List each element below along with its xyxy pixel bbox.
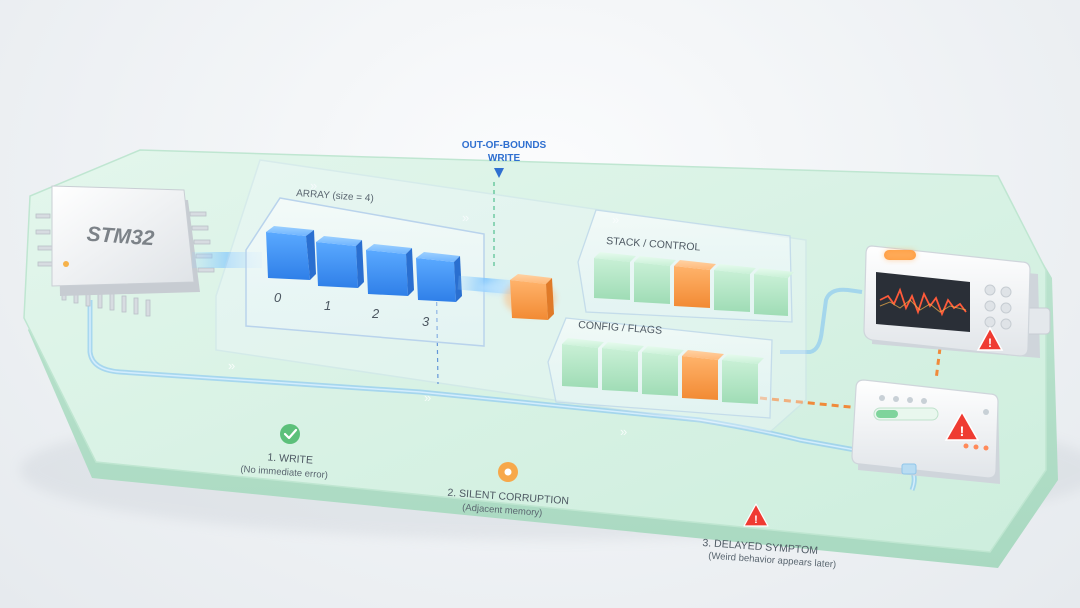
array-index-0: 0 bbox=[274, 290, 282, 305]
stm32-chip[interactable]: STM32 bbox=[35, 185, 262, 317]
array-cell-3[interactable] bbox=[416, 252, 462, 302]
out-of-bounds-line1: OUT-OF-BOUNDS bbox=[462, 140, 547, 151]
array-index-2: 2 bbox=[371, 306, 380, 321]
warning-icon: ! bbox=[944, 410, 980, 441]
config-cells bbox=[562, 338, 764, 404]
down-arrow-icon bbox=[494, 168, 504, 178]
svg-text:!: ! bbox=[960, 423, 965, 439]
oscilloscope-buttons[interactable] bbox=[984, 284, 1012, 330]
svg-text:!: ! bbox=[988, 336, 992, 350]
config-flags-region: CONFIG / FLAGS bbox=[547, 317, 773, 419]
array-cell-2[interactable] bbox=[366, 244, 414, 296]
stack-cell bbox=[594, 252, 636, 300]
out-of-bounds-line2: WRITE bbox=[488, 153, 521, 164]
array-index-3: 3 bbox=[422, 314, 430, 329]
chip-label: STM32 bbox=[86, 223, 155, 251]
array-cell-1[interactable] bbox=[316, 236, 364, 288]
array-cell-0[interactable] bbox=[266, 226, 316, 280]
config-cell bbox=[562, 338, 604, 388]
status-device[interactable]: ! bbox=[851, 379, 1000, 484]
svg-text:»: » bbox=[620, 424, 627, 439]
warning-icon: ! bbox=[743, 503, 769, 527]
overflow-cell[interactable] bbox=[504, 274, 556, 320]
stack-control-region: STACK / CONTROL bbox=[577, 209, 794, 323]
config-flags-label: CONFIG / FLAGS bbox=[578, 319, 663, 337]
svg-text:»: » bbox=[462, 210, 469, 225]
stack-cells bbox=[594, 252, 794, 316]
oscilloscope-screen bbox=[876, 272, 970, 332]
out-of-bounds-label: OUT-OF-BOUNDS WRITE bbox=[462, 140, 547, 178]
svg-text:»: » bbox=[310, 178, 317, 193]
svg-text:!: ! bbox=[754, 514, 758, 526]
check-icon bbox=[280, 424, 300, 444]
array-title: ARRAY (size = 4) bbox=[296, 188, 374, 204]
warning-icon: ! bbox=[976, 326, 1004, 351]
array-index-1: 1 bbox=[324, 298, 331, 313]
step-1-title: 1. WRITE bbox=[267, 451, 313, 466]
config-cell bbox=[642, 346, 684, 396]
stack-cell bbox=[634, 256, 676, 304]
svg-text:»: » bbox=[228, 358, 235, 373]
oscilloscope-device[interactable]: ! bbox=[863, 245, 1051, 358]
svg-text:»: » bbox=[424, 390, 431, 405]
config-cell bbox=[722, 354, 764, 404]
array-cells: 0 1 2 3 bbox=[266, 226, 462, 329]
stack-cell bbox=[714, 264, 756, 312]
stack-cell-corrupted[interactable] bbox=[674, 260, 716, 308]
stack-cell bbox=[754, 268, 794, 316]
config-cell-corrupted[interactable] bbox=[682, 350, 724, 400]
config-cell bbox=[602, 342, 644, 392]
